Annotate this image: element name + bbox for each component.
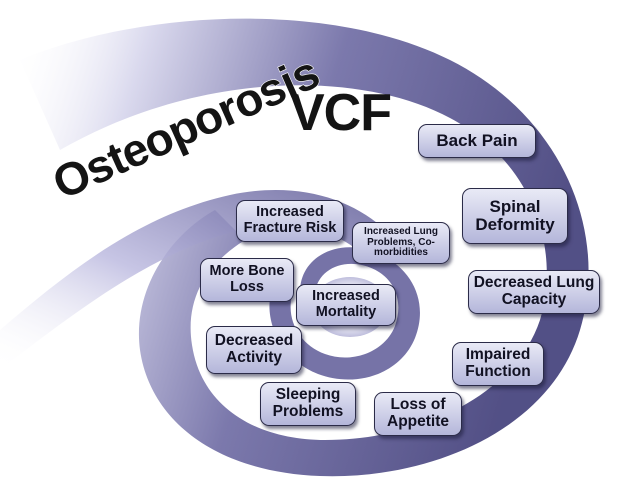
swirl-band-arm xyxy=(0,190,395,370)
node-sleeping-problems: Sleeping Problems xyxy=(260,382,356,426)
node-more-bone-loss: More Bone Loss xyxy=(200,258,294,302)
node-impaired-function: Impaired Function xyxy=(452,342,544,386)
node-back-pain: Back Pain xyxy=(418,124,536,158)
node-decreased-activity: Decreased Activity xyxy=(206,326,302,374)
node-spinal-deformity: Spinal Deformity xyxy=(462,188,568,244)
node-loss-of-appetite: Loss of Appetite xyxy=(374,392,462,436)
node-increased-mortality: Increased Mortality xyxy=(296,284,396,326)
swirl-band-outer xyxy=(20,18,589,477)
title-vcf: VCF xyxy=(290,84,391,142)
node-decreased-lung-capacity: Decreased Lung Capacity xyxy=(468,270,600,314)
swirl-inner-ring xyxy=(269,247,420,380)
node-increased-lung-problems: Increased Lung Problems, Co-morbidities xyxy=(352,222,450,264)
node-increased-fracture-risk: Increased Fracture Risk xyxy=(236,200,344,242)
